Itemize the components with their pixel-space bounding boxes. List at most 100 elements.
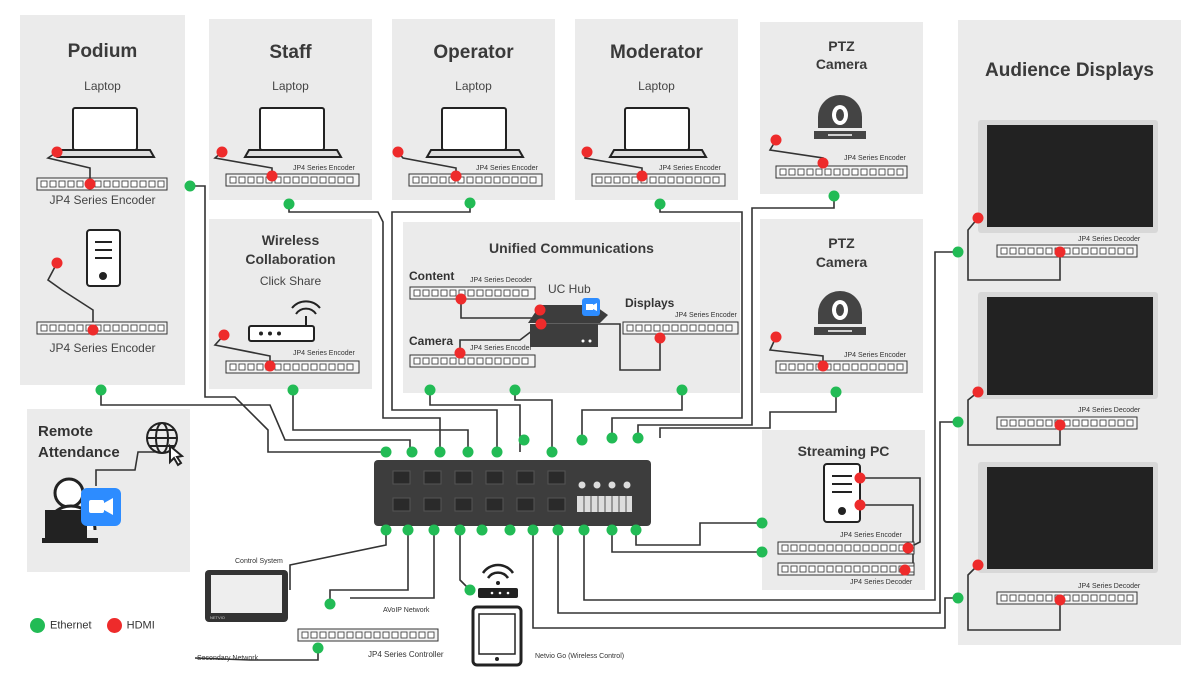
ethernet-port-dot <box>312 642 324 654</box>
ethernet-port-dot <box>380 524 392 536</box>
ptz-camera-1-encoder-label: JP4 Series Encoder <box>844 155 906 162</box>
ethernet-port-dot <box>952 592 964 604</box>
jp4-device <box>409 354 536 368</box>
ptz-camera-2-encoder-label: JP4 Series Encoder <box>844 352 906 359</box>
wireless-title-line1: Wireless <box>261 232 320 248</box>
hdmi-port-dot <box>854 499 866 511</box>
control-system-display-icon: NETVIO <box>205 570 288 622</box>
ethernet-port-dot <box>287 384 299 396</box>
cable <box>429 390 521 452</box>
podium-encoder-label-2: JP4 Series Encoder <box>49 341 156 355</box>
remote-title-line2: Attendance <box>38 444 120 461</box>
cable <box>391 203 498 452</box>
jp4-device <box>996 244 1138 258</box>
hdmi-port-dot <box>51 257 63 269</box>
ethernet-port-dot <box>576 434 588 446</box>
ethernet-port-dot <box>756 517 768 529</box>
ethernet-port-dot <box>283 198 295 210</box>
ethernet-port-dot <box>491 446 503 458</box>
ethernet-port-dot <box>424 384 436 396</box>
control-system-label: Control System <box>235 558 283 565</box>
streaming-encoder-label: JP4 Series Encoder <box>840 532 902 539</box>
cable <box>532 530 958 629</box>
cable <box>514 392 553 452</box>
hdmi-port-dot <box>854 472 866 484</box>
cable <box>659 392 837 438</box>
hdmi-port-dot <box>535 318 547 330</box>
ethernet-port-dot <box>464 584 476 596</box>
hdmi-port-dot <box>216 146 228 158</box>
cable <box>289 527 387 590</box>
audience-title: Audience Displays <box>985 60 1154 81</box>
cable <box>288 204 441 452</box>
ptz-camera-2-title-line1: PTZ <box>828 235 855 251</box>
hdmi-port-dot <box>218 329 230 341</box>
jp4-device <box>409 286 536 300</box>
remote-title-line1: Remote <box>38 423 94 440</box>
legend: Ethernet HDMI <box>30 618 155 633</box>
ethernet-port-dot <box>476 524 488 536</box>
ethernet-cables <box>95 185 958 661</box>
laptop-icons <box>56 107 708 158</box>
hdmi-port-dot <box>1054 419 1066 431</box>
jp4-device <box>408 173 543 187</box>
podium-laptop-icon <box>56 107 156 158</box>
streaming-pc-icon <box>823 463 861 523</box>
cable <box>860 477 921 549</box>
staff-laptop-icon <box>243 107 343 158</box>
cable <box>459 323 542 353</box>
hdmi-port-dot <box>1054 594 1066 606</box>
ethernet-port-dot <box>552 524 564 536</box>
podium-laptop-label: Laptop <box>84 79 121 93</box>
cable <box>329 530 409 605</box>
cable <box>350 530 435 599</box>
jp4-device <box>225 173 360 187</box>
cable <box>967 564 1061 631</box>
jp4-device <box>775 360 908 374</box>
ethernet-port-dot <box>546 446 558 458</box>
hdmi-port-dot <box>770 134 782 146</box>
cable <box>194 648 319 661</box>
hdmi-port-dot <box>899 564 911 576</box>
cable <box>611 530 765 553</box>
ethernet-port-dot <box>184 180 196 192</box>
cable <box>100 392 411 452</box>
uc-title: Unified Communications <box>489 240 654 256</box>
jp4-device <box>622 321 739 335</box>
cable <box>967 391 1061 446</box>
cable <box>95 451 160 486</box>
hdmi-port-dot <box>636 170 648 182</box>
ethernet-port-dot <box>952 416 964 428</box>
audience-decoder-label-1: JP4 Series Decoder <box>1078 236 1141 243</box>
cable <box>611 204 743 438</box>
moderator-laptop-label: Laptop <box>638 79 675 93</box>
cable <box>637 196 835 438</box>
ethernet-port-dot <box>454 524 466 536</box>
hdmi-port-dot <box>87 324 99 336</box>
hdmi-port-dot <box>264 360 276 372</box>
monitor-screen <box>987 297 1153 395</box>
cable <box>459 530 471 591</box>
hdmi-port-dot <box>581 146 593 158</box>
audience-decoder-label-2: JP4 Series Decoder <box>1078 407 1141 414</box>
uc-camera-encoder-label: JP4 Series Encoder <box>470 345 532 352</box>
cable <box>46 262 94 330</box>
hdmi-legend-swatch <box>106 618 122 633</box>
monitor-screen <box>987 467 1153 569</box>
audience-monitors <box>978 120 1158 573</box>
jp4-device <box>777 541 915 555</box>
ethernet-port-dot <box>462 446 474 458</box>
uc-hub-icon <box>528 298 608 347</box>
operator-laptop-icon <box>425 107 525 158</box>
cable <box>557 421 958 614</box>
hdmi-port-dot <box>1054 246 1066 258</box>
clickshare-label: Click Share <box>259 274 322 288</box>
hdmi-port-dot <box>455 293 467 305</box>
secondary-network-label: Secondary Network <box>197 655 259 662</box>
ethernet-port-dot <box>324 598 336 610</box>
avoip-switch <box>374 460 651 526</box>
cable <box>460 299 541 319</box>
tablet-icon <box>471 605 523 667</box>
cable <box>581 390 683 440</box>
ethernet-port-dot <box>952 246 964 258</box>
